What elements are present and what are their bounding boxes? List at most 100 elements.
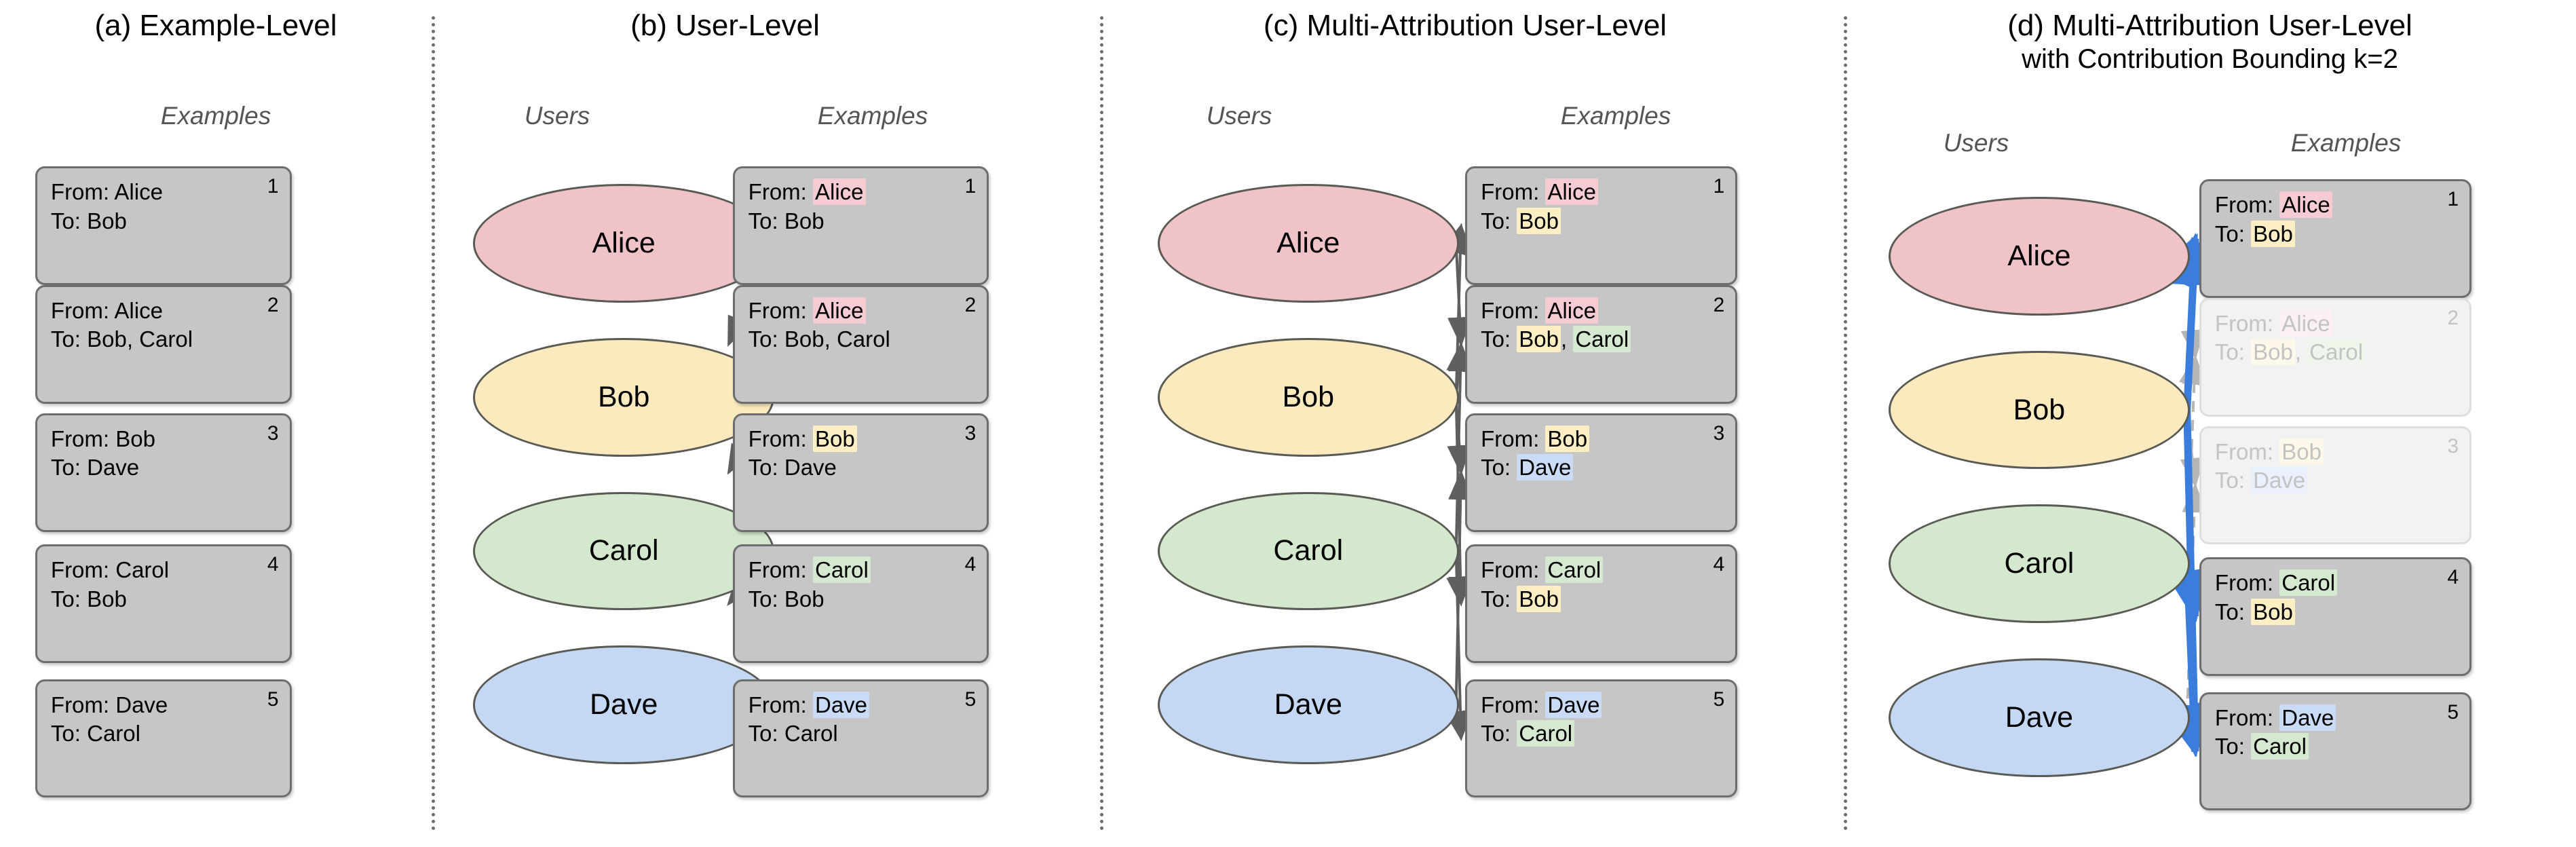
example-to-line: To: Bob (2215, 598, 2459, 626)
example-number: 2 (2447, 306, 2459, 329)
example-to-line: To: Bob (51, 207, 279, 236)
to-value: Bob (2251, 339, 2295, 366)
user-node-carol: Carol (1889, 504, 2190, 624)
example-to-line: To: Bob, Carol (51, 325, 279, 354)
user-node-bob: Bob (1889, 350, 2190, 470)
panel-b-users-header: Users (524, 102, 590, 130)
example-number: 1 (267, 175, 279, 198)
panel-d-title-line1: (d) Multi-Attribution User-Level (2007, 9, 2412, 42)
to-value: Bob (1517, 207, 1561, 234)
from-value: Alice (1545, 178, 1598, 206)
panel-b: (b) User-Level Users Examples (432, 0, 1100, 847)
example-to-line: To: Carol (1481, 719, 1724, 748)
panel-divider-b-c (1100, 16, 1103, 831)
example-to-line: To: Dave (2215, 466, 2459, 495)
from-label: From: (1481, 692, 1546, 717)
from-label: From: (1481, 426, 1546, 451)
panel-d-users-header: Users (1943, 129, 2009, 157)
example-number: 5 (2447, 700, 2459, 723)
from-value: Alice (813, 178, 866, 206)
example-to-line: To: Dave (749, 453, 977, 482)
panel-a-examples-header: Examples (160, 102, 271, 130)
from-value: Alice (813, 297, 866, 324)
panel-b-title: (b) User-Level (630, 9, 820, 42)
user-node-bob: Bob (1157, 337, 1459, 457)
example-to-line: To: Bob, Carol (1481, 325, 1724, 354)
to-separator: , (2294, 339, 2308, 365)
from-value: Carol (813, 557, 871, 584)
user-node-carol: Carol (1157, 491, 1459, 611)
from-label: From: (1481, 557, 1546, 583)
from-label: From: (2214, 310, 2280, 336)
to-value: Carol (784, 720, 838, 746)
to-label: To: (1481, 455, 1517, 481)
from-label: From: (748, 692, 813, 717)
user-label: Bob (1282, 380, 1335, 413)
to-label: To: (2214, 221, 2252, 246)
to-label: To: (748, 720, 784, 746)
example-from-line: From: Carol (2215, 569, 2459, 597)
to-value: Bob (87, 326, 127, 352)
panel-d-title-line2: with Contribution Bounding k=2 (2022, 43, 2398, 74)
user-node-alice: Alice (473, 184, 775, 303)
from-label: From: (50, 557, 116, 583)
from-value: Bob (2279, 438, 2324, 465)
to-value: Bob (2251, 220, 2295, 247)
to-value: Carol (2251, 732, 2309, 759)
example-from-line: From: Carol (1481, 556, 1724, 584)
example-number: 4 (1713, 553, 1725, 576)
user-label: Carol (1273, 534, 1344, 567)
panel-a: (a) Example-Level Examples (0, 0, 432, 847)
from-value: Dave (2279, 704, 2336, 731)
user-label: Dave (2005, 700, 2074, 734)
from-value: Dave (1545, 691, 1602, 718)
from-value: Carol (1545, 557, 1604, 584)
user-node-dave: Dave (473, 645, 775, 764)
to-label: To: (50, 586, 88, 611)
example-number: 1 (964, 175, 977, 198)
example-from-line: From: Dave (51, 691, 279, 719)
example-number: 4 (2447, 566, 2459, 589)
user-label: Dave (1274, 688, 1342, 721)
to-value: Dave (2251, 466, 2308, 493)
user-node-dave: Dave (1889, 658, 2190, 777)
example-to-line: To: Bob (51, 585, 279, 614)
example-from-line: From: Alice (51, 178, 279, 206)
panel-b-examples-header: Examples (817, 102, 928, 130)
user-node-alice: Alice (1157, 184, 1459, 303)
from-label: From: (748, 179, 813, 205)
from-label: From: (748, 557, 813, 583)
example-from-line: From: Dave (1481, 691, 1724, 719)
example-to-line: To: Carol (2215, 732, 2459, 761)
panel-d-examples-header: Examples (2290, 129, 2402, 157)
panel-d: (d) Multi-Attribution User-Level with Co… (1844, 0, 2576, 847)
to-value: Carol (87, 720, 140, 746)
user-node-carol: Carol (473, 491, 775, 611)
to-label: To: (2214, 339, 2252, 365)
example-to-line: To: Bob (1481, 585, 1724, 614)
panel-a-title: (a) Example-Level (94, 9, 337, 42)
panel-c-users-header: Users (1206, 102, 1272, 130)
example-from-line: From: Alice (749, 178, 977, 206)
to-value: Bob (784, 208, 825, 233)
from-label: From: (2214, 438, 2280, 464)
to-separator: , (126, 326, 140, 352)
to-separator: , (824, 326, 837, 352)
example-to-line: To: Bob (749, 207, 977, 236)
panel-divider-c-d (1844, 16, 1847, 831)
example-from-line: From: Bob (2215, 438, 2459, 466)
to-label: To: (748, 455, 784, 481)
example-from-line: From: Alice (2215, 191, 2459, 219)
to-value: Dave (87, 455, 140, 481)
